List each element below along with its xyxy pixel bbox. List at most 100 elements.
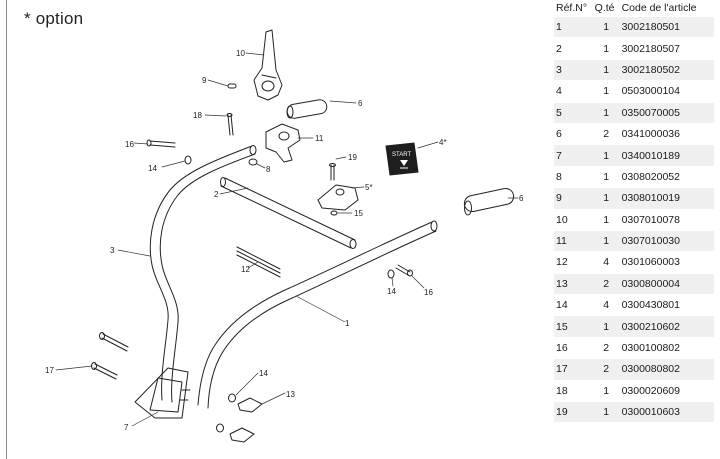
parts-table-header: Réf.N° Q.té Code de l'article [554, 0, 714, 17]
part-4-start-button: START [385, 142, 419, 176]
callout-14-upper: 14 [148, 164, 157, 173]
cell-ref: 14 [554, 294, 593, 316]
cell-code: 0300020609 [619, 379, 714, 402]
cell-code: 0301060003 [619, 251, 714, 274]
cell-code: 0300800004 [619, 272, 714, 295]
part-19-screw [329, 163, 336, 181]
cell-qty: 2 [592, 272, 620, 295]
cell-qty: 1 [592, 208, 620, 231]
cell-ref: 2 [554, 37, 593, 60]
part-13-knob-2 [229, 427, 255, 443]
part-15-screw [330, 210, 338, 216]
cell-ref: 16 [554, 336, 593, 359]
part-12-cable [236, 246, 281, 278]
cell-code: 0350070005 [619, 101, 714, 124]
cell-ref: 11 [554, 229, 593, 252]
part-14-washer-upper [184, 155, 192, 165]
cell-qty: 1 [592, 58, 620, 81]
cell-code: 0308020052 [619, 165, 714, 188]
part-14-washer-right [387, 269, 395, 279]
callout-15: 15 [354, 209, 363, 218]
callout-14-lower: 14 [259, 369, 268, 378]
exploded-parts-diagram: START 10 9 6 18 11 16 14 8 19 4* 5* 2 15… [45, 29, 524, 443]
cell-ref: 18 [554, 379, 593, 402]
part-14-washer-lower-2 [216, 423, 224, 433]
part-18-bolt [226, 113, 234, 136]
cell-qty: 2 [592, 336, 620, 359]
callout-7: 7 [124, 423, 129, 432]
start-button-label: START [392, 152, 411, 158]
callout-11: 11 [315, 134, 324, 143]
cell-code: 0300100802 [619, 336, 714, 359]
cell-code: 0308010019 [619, 187, 714, 210]
cell-code: 0300010603 [619, 401, 714, 423]
cell-qty: 1 [592, 401, 620, 423]
cell-ref: 13 [554, 272, 593, 295]
cell-qty: 1 [592, 101, 620, 124]
header-ref: Réf.N° [556, 2, 588, 14]
cell-ref: 19 [554, 401, 593, 423]
part-10-handle-lever [253, 29, 283, 101]
part-8-screw [248, 158, 258, 166]
callout-3: 3 [110, 246, 115, 255]
callout-8: 8 [266, 165, 271, 174]
callout-19: 19 [348, 153, 357, 162]
cell-ref: 10 [554, 208, 593, 231]
option-note: * option [24, 9, 84, 28]
cell-qty: 1 [592, 187, 620, 210]
cell-code: 3002180501 [619, 15, 714, 38]
callout-5: 5* [365, 183, 373, 192]
cell-code: 0307010078 [619, 208, 714, 231]
callout-12: 12 [241, 265, 250, 274]
cell-ref: 3 [554, 58, 593, 81]
cell-code: 3002180502 [619, 58, 714, 81]
cell-ref: 1 [554, 15, 593, 38]
cell-code: 0300210602 [619, 315, 714, 338]
cell-ref: 9 [554, 187, 593, 210]
callout-16-lower: 16 [424, 288, 433, 297]
callout-10: 10 [236, 49, 245, 58]
cell-code: 0341000036 [619, 122, 714, 145]
cell-code: 0503000104 [619, 80, 714, 103]
callout-4: 4* [439, 138, 447, 147]
cell-ref: 6 [554, 122, 593, 145]
part-11-handle-block [265, 123, 301, 163]
cell-qty: 1 [592, 229, 620, 252]
part-17-bolts [91, 332, 129, 380]
callout-13: 13 [286, 390, 295, 399]
cell-qty: 1 [592, 80, 620, 103]
part-6-grip-right [463, 187, 515, 216]
cell-ref: 7 [554, 144, 593, 167]
part-14-washer-lower-1 [228, 393, 236, 403]
callout-14-right: 14 [387, 287, 396, 296]
callout-18: 18 [193, 111, 202, 120]
part-13-knob-1 [237, 397, 263, 413]
cell-code: 0300430801 [619, 294, 714, 316]
part-16-bolt-lower [395, 264, 413, 277]
callout-6-right: 6 [519, 194, 524, 203]
cell-ref: 17 [554, 358, 593, 381]
header-qty: Q.té [594, 2, 615, 14]
callout-6-top: 6 [358, 99, 363, 108]
callout-1: 1 [345, 319, 350, 328]
callout-16-upper: 16 [125, 140, 134, 149]
cell-code: 0307010030 [619, 229, 714, 252]
cell-code: 0340010189 [619, 144, 714, 167]
cell-qty: 1 [592, 379, 620, 402]
cell-qty: 1 [592, 37, 620, 60]
